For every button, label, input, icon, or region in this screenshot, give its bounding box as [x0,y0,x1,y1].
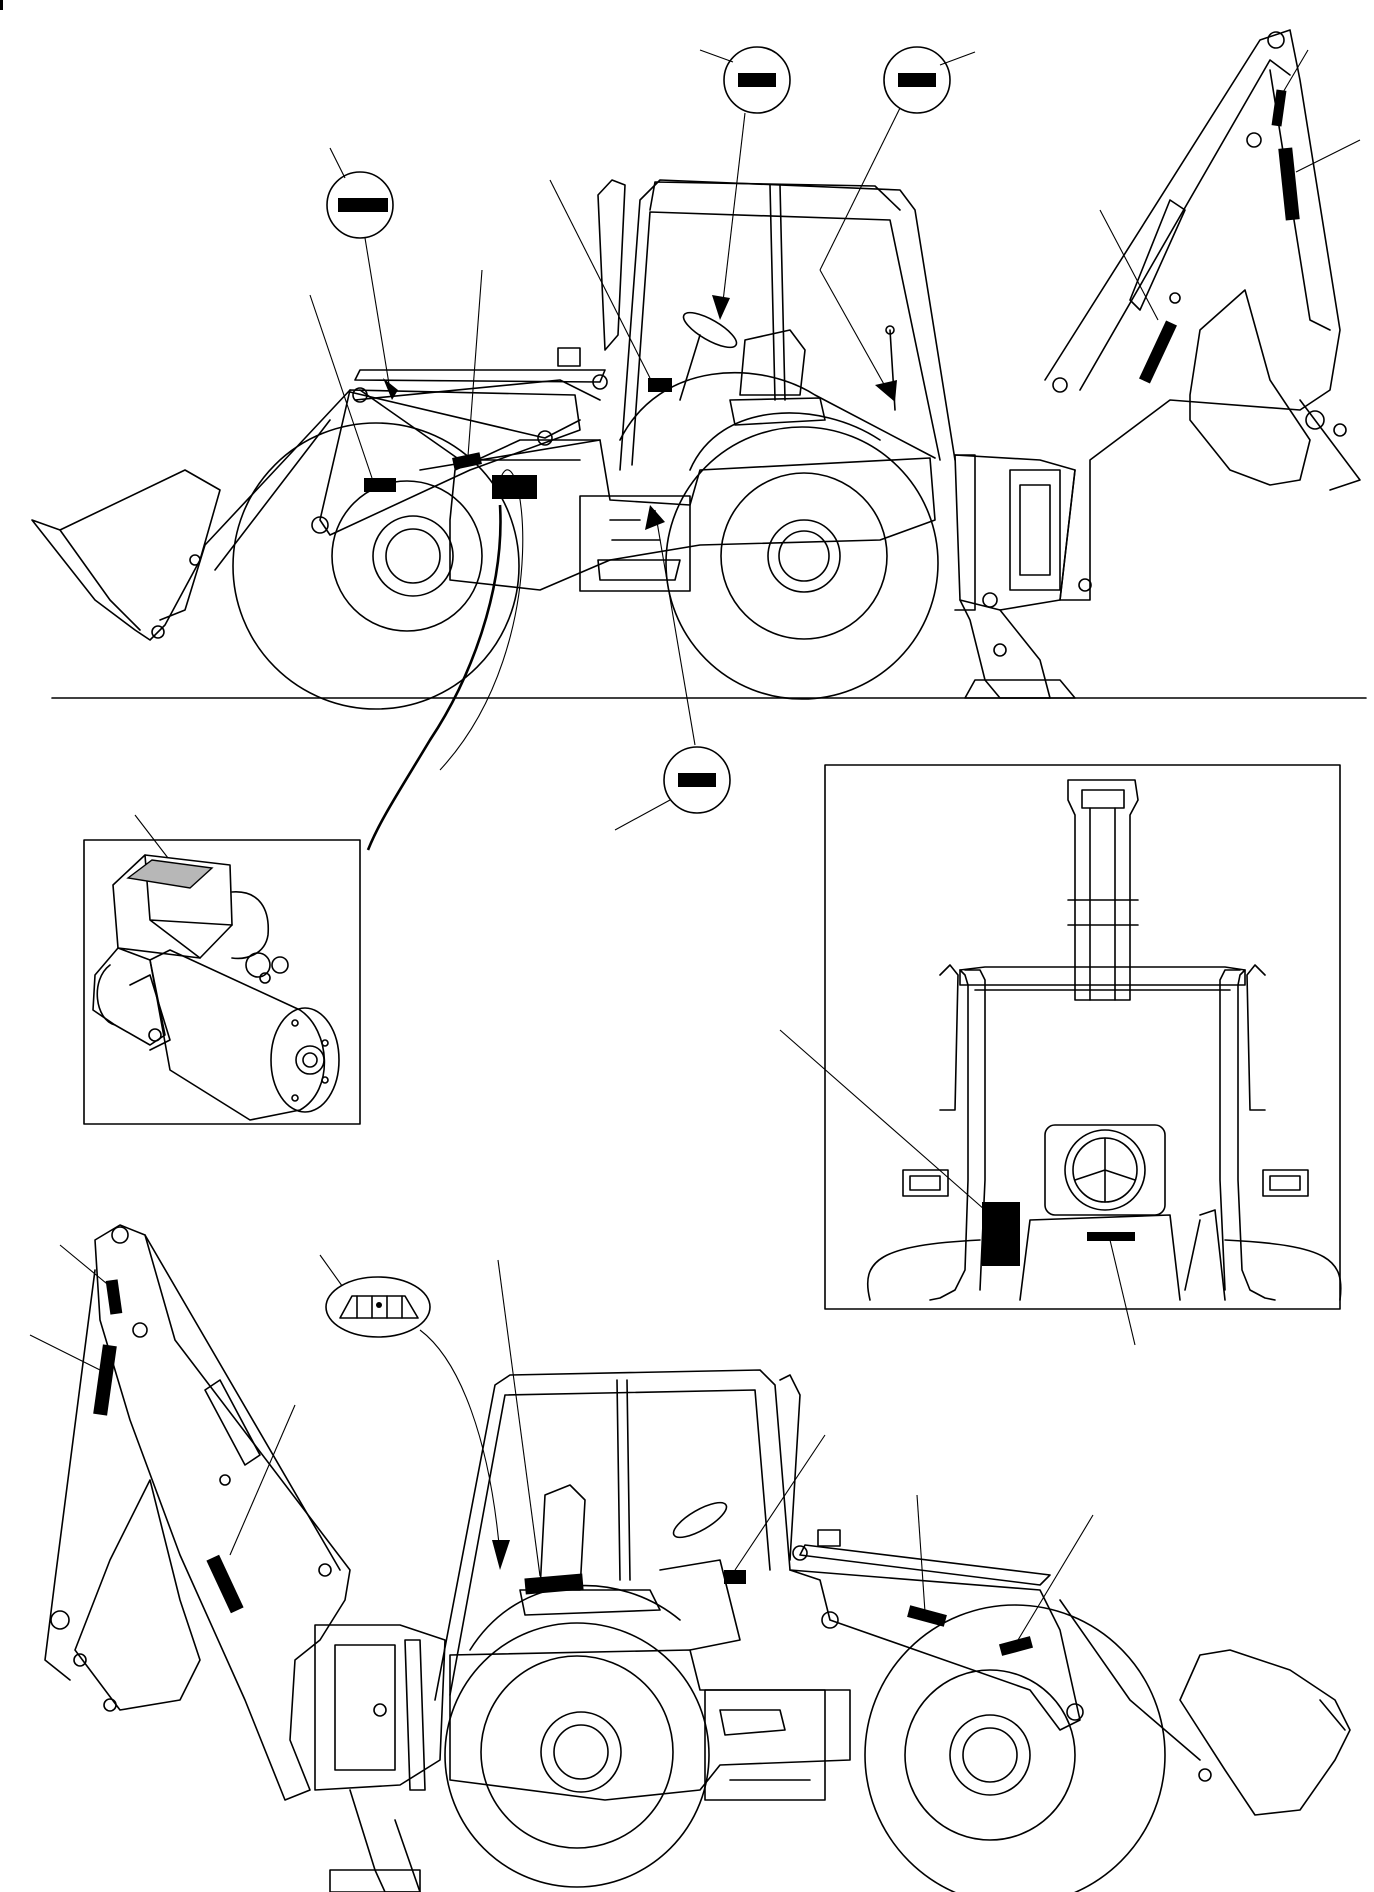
leader-right-arm-2 [1017,1514,1094,1641]
front-wheel-right [864,1604,1166,1892]
backhoe-boom-right [44,1224,351,1801]
decal-right-steering [724,1570,746,1584]
leader-boom-top-2 [1295,139,1361,173]
leader-right-steering [734,1434,826,1571]
callout-2 [699,46,791,320]
decal-right-arm-1 [907,1605,947,1627]
decal-right-boom-top-1 [105,1279,123,1315]
right-side-view [29,1224,1351,1892]
decal-boom-side [1139,320,1177,384]
decal-front-view-dash [1087,1232,1135,1241]
leader-right-boom-side [229,1404,296,1556]
decal-loader-arm-1 [364,478,396,492]
callout-4 [614,505,731,831]
rear-wheel [665,426,939,700]
callout-3 [819,46,976,402]
decal-hatch [126,859,214,889]
decal-boom-top-2 [1278,147,1300,221]
rear-frame [954,454,1076,699]
starter-motor-detail [83,814,361,1125]
callout-1 [326,147,398,400]
backhoe-boom [1044,29,1361,601]
left-side-view [31,29,1367,851]
decal-loader-arm-2 [452,452,482,470]
leader-boom-top-1 [1281,49,1309,95]
decal-cab-left [648,378,672,392]
rear-wheel-right [444,1622,710,1888]
corner-mark [0,0,3,10]
loader-arm-right [789,1529,1201,1761]
decal-right-arm-2 [998,1636,1034,1656]
chassis-right [449,1649,851,1801]
leader-starter-thin [439,469,524,771]
front-wheel [232,422,520,710]
front-bucket-right [1179,1649,1351,1816]
leader-right-cab [497,1259,541,1577]
starter-detail-frame [83,839,361,1125]
chassis [449,371,936,592]
callout-symbol [319,1254,510,1570]
decal-right-boom-side [206,1554,244,1614]
leader-right-boom-1 [59,1244,113,1289]
decal-right-boom-top-2 [93,1344,117,1416]
leader-arm-decal-1 [309,294,373,479]
front-view-detail [779,764,1342,1346]
front-detail-frame [824,764,1341,1310]
decal-front-view-panel [982,1202,1020,1266]
leader-right-boom-2 [29,1334,101,1371]
decal-boom-top-1 [1271,89,1287,127]
decal-right-cab-floor [524,1573,584,1595]
leader-cab-decal [549,179,651,379]
leader-right-arm-1 [916,1494,926,1613]
front-bucket [31,469,221,641]
rear-frame-right [314,1624,446,1892]
leader-arm-decal-2 [467,269,483,457]
leader-boom-side [1099,209,1159,321]
leader-starter [366,504,502,851]
cab [597,179,956,471]
cab-right [434,1369,801,1701]
